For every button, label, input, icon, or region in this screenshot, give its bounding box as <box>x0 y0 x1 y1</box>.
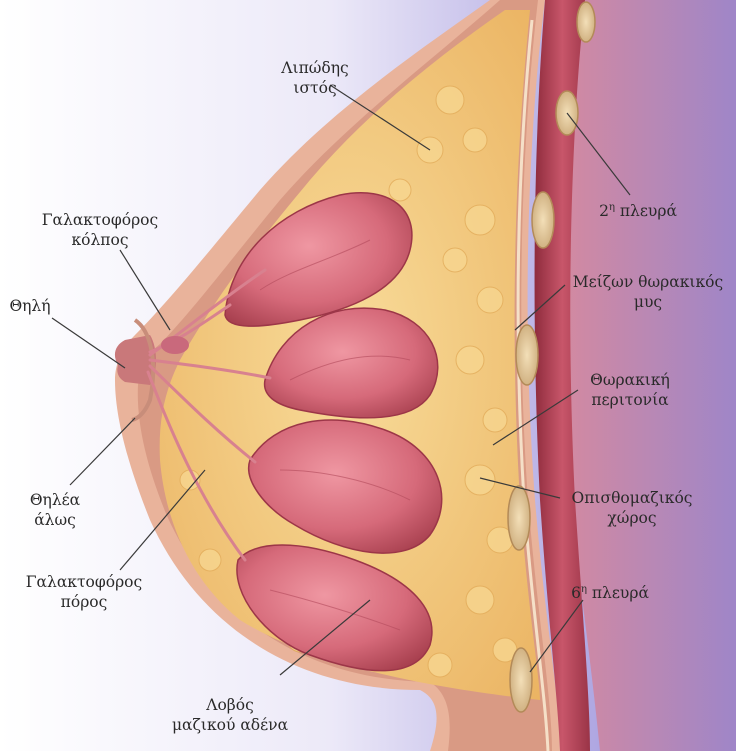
label-lactiferous-sinus-line2: κόλπος <box>30 230 170 250</box>
label-fat-tissue-line2: ιστός <box>265 78 365 98</box>
label-pectoralis-major-line2: μυς <box>568 292 728 312</box>
label-rib-2-word: πλευρά <box>620 202 677 220</box>
label-rib-6: 6η πλευρά <box>560 580 660 603</box>
rib <box>532 192 554 248</box>
label-retromammary-space-line2: χώρος <box>562 508 702 528</box>
label-gland-lobe: Λοβός μαζικού αδένα <box>160 695 300 735</box>
label-lactiferous-sinus: Γαλακτοφόρος κόλπος <box>30 210 170 250</box>
label-retromammary-space-line1: Οπισθομαζικός <box>562 488 702 508</box>
label-rib-2: 2η πλευρά <box>588 198 688 221</box>
label-thoracic-fascia-line2: περιτονία <box>580 390 680 410</box>
label-gland-lobe-line1: Λοβός <box>160 695 300 715</box>
label-nipple-line1: Θηλή <box>2 296 58 316</box>
label-rib-6-word: πλευρά <box>592 584 649 602</box>
lactiferous-sinus-shape <box>161 336 189 354</box>
label-lactiferous-duct: Γαλακτοφόρος πόρος <box>14 572 154 612</box>
rib <box>516 325 538 385</box>
label-fat-tissue: Λιπώδης ιστός <box>265 58 365 98</box>
label-lactiferous-duct-line2: πόρος <box>14 592 154 612</box>
rib <box>577 2 595 42</box>
rib <box>510 648 532 712</box>
label-pectoralis-major-line1: Μείζων θωρακικός <box>568 272 728 292</box>
label-rib-2-superscript: η <box>609 202 615 213</box>
label-rib-6-superscript: η <box>581 584 587 595</box>
label-pectoralis-major: Μείζων θωρακικός μυς <box>568 272 728 312</box>
label-gland-lobe-line2: μαζικού αδένα <box>160 715 300 735</box>
label-areola: Θηλέα άλως <box>20 490 90 530</box>
label-thoracic-fascia: Θωρακική περιτονία <box>580 370 680 410</box>
label-areola-line1: Θηλέα <box>20 490 90 510</box>
label-fat-tissue-line1: Λιπώδης <box>265 58 365 78</box>
label-nipple: Θηλή <box>2 296 58 316</box>
label-lactiferous-sinus-line1: Γαλακτοφόρος <box>30 210 170 230</box>
label-areola-line2: άλως <box>20 510 90 530</box>
label-rib-6-number: 6 <box>571 584 581 602</box>
label-thoracic-fascia-line1: Θωρακική <box>580 370 680 390</box>
label-rib-2-number: 2 <box>599 202 609 220</box>
label-lactiferous-duct-line1: Γαλακτοφόρος <box>14 572 154 592</box>
label-retromammary-space: Οπισθομαζικός χώρος <box>562 488 702 528</box>
rib <box>508 486 530 550</box>
